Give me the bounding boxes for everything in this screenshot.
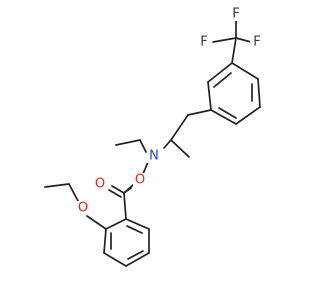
bond — [139, 139, 147, 153]
label-background — [76, 201, 90, 215]
atom-labels: F F F N O O O — [76, 7, 264, 216]
bond — [111, 185, 125, 194]
ester-oxygen-label: O — [135, 173, 145, 188]
label-background — [147, 149, 161, 163]
bond — [235, 106, 261, 125]
bond — [86, 215, 107, 230]
propyl-chain — [163, 109, 212, 158]
bond — [218, 107, 237, 119]
bond — [210, 109, 237, 125]
molecule-canvas: F F F N O O O — [44, 6, 264, 267]
molecule-structure: F F F N O O O — [44, 6, 264, 267]
bond — [142, 161, 149, 175]
label-background — [229, 7, 243, 21]
bond — [235, 37, 252, 43]
bond — [126, 225, 143, 234]
trifluoromethylphenyl-ring — [207, 62, 261, 125]
fluorine-label-top: F — [232, 7, 239, 22]
bond — [163, 139, 172, 149]
bond — [207, 62, 233, 83]
bond — [212, 37, 237, 43]
bond — [103, 228, 107, 254]
amine-substituents — [115, 139, 149, 175]
bond — [187, 109, 212, 116]
bond — [103, 252, 127, 267]
bond — [125, 218, 150, 230]
bond — [68, 183, 79, 202]
bond — [123, 192, 127, 220]
fluorine-label-left: F — [200, 35, 207, 50]
label-background — [250, 35, 264, 49]
bond — [108, 189, 122, 198]
fluorine-label-right: F — [253, 35, 260, 50]
label-background — [93, 177, 107, 191]
bond — [115, 139, 141, 146]
nitrogen-label: N — [149, 149, 159, 164]
carbonyl-oxygen-label: O — [95, 177, 105, 192]
ether-oxygen-label: O — [78, 201, 88, 216]
bond — [170, 114, 189, 141]
bond — [127, 250, 144, 260]
ethoxy-group — [44, 183, 107, 230]
bond — [231, 37, 237, 64]
bond — [170, 139, 190, 158]
bond — [123, 187, 132, 194]
bond — [257, 78, 261, 108]
cf3-group — [212, 18, 252, 64]
bond — [231, 62, 259, 80]
bond — [105, 218, 127, 230]
ester-group — [108, 183, 135, 220]
bond — [125, 252, 150, 267]
bond — [207, 81, 212, 111]
bond — [213, 72, 232, 88]
label-background — [197, 35, 211, 49]
label-background — [133, 173, 147, 187]
benzoate-ring — [103, 218, 150, 267]
bond — [44, 183, 70, 188]
